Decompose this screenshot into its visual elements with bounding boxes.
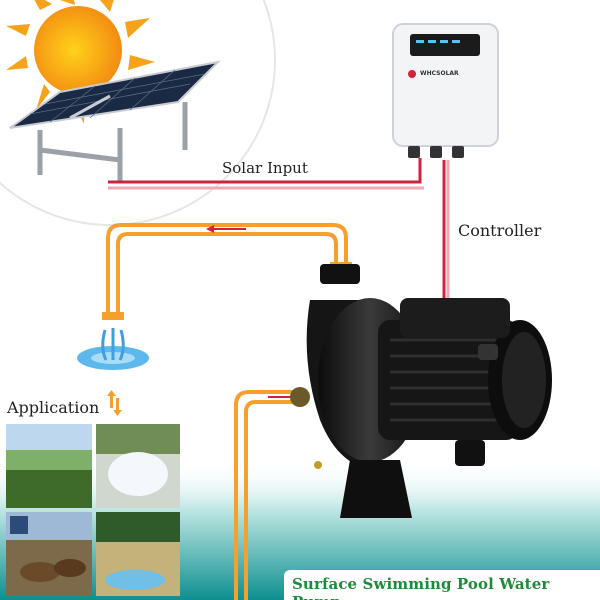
application-photos (6, 424, 180, 596)
inlet-pipe (234, 390, 300, 600)
pump-icon (290, 264, 552, 518)
solar-panel-icon (9, 60, 222, 182)
page-title: Surface Swimming Pool Water Pump (292, 575, 550, 600)
flow-arrows-icon (107, 390, 122, 416)
solar-input-label: Solar Input (222, 159, 308, 177)
water-splash-icon (77, 328, 149, 370)
title-banner: Surface Swimming Pool Water Pump (284, 570, 600, 600)
controller-label: Controller (458, 221, 542, 240)
application-label: Application (7, 398, 100, 417)
flow-arrowhead-top (206, 225, 214, 233)
outlet-pipe (106, 223, 348, 320)
controller-box-icon (392, 23, 499, 158)
wiring (108, 158, 450, 300)
controller-brand: WHCSOLAR (420, 70, 459, 77)
